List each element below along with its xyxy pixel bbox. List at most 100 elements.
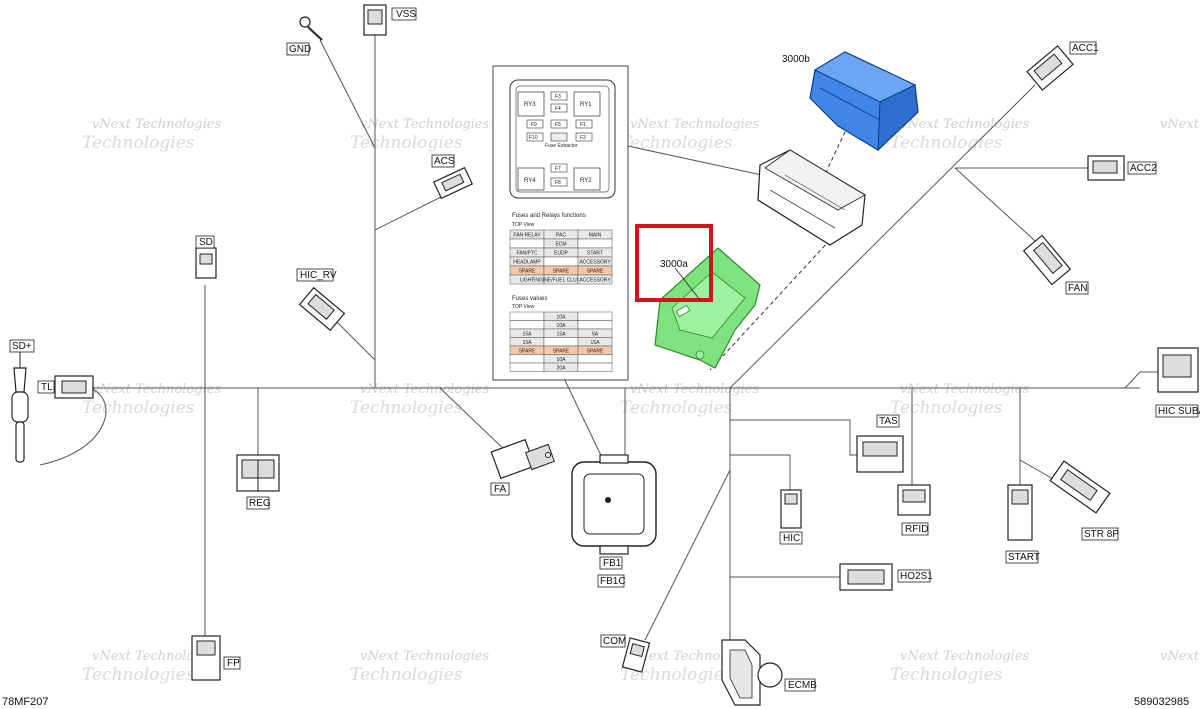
connector-sd[interactable]: SD: [195, 235, 217, 279]
table-cell-text: 15A: [557, 331, 567, 337]
watermark: vNext Technologies: [1160, 649, 1200, 664]
connector-fan[interactable]: FAN: [1022, 234, 1089, 295]
watermark: Technologies: [350, 133, 463, 153]
table-cell-text: FAN RELAY: [513, 233, 541, 239]
connector-reg[interactable]: REG: [236, 454, 280, 510]
fusebox-top-view: RY3 RY1 RY4 RY2 F3 F4 F9 F5 F1 F10 F2 Fu…: [509, 79, 616, 199]
table-cell: [509, 320, 545, 330]
fusebox-detail-panel: RY3 RY1 RY4 RY2 F3 F4 F9 F5 F1 F10 F2 Fu…: [492, 65, 629, 381]
label-tas: TAS: [879, 416, 898, 427]
table-cell: [577, 274, 613, 285]
watermark: Technologies: [620, 133, 733, 153]
connector-fb1[interactable]: FB1 FB1C: [571, 454, 657, 588]
table-cell: [543, 337, 579, 347]
table-cell-text: SPARE: [587, 269, 604, 275]
table-cell-text: EUDP: [554, 251, 569, 257]
watermark: vNext Technologies: [360, 382, 489, 397]
label-sd: SD: [199, 237, 213, 248]
connector-hic-rv[interactable]: HIC_RV: [296, 268, 346, 332]
connector-rfid[interactable]: RFID: [897, 484, 931, 536]
table-cell-text: 15A: [591, 340, 601, 346]
functions-top-view: TOP View: [512, 222, 535, 228]
values-top-view: TOP View: [512, 304, 535, 310]
table-cell-text: 10A: [557, 314, 567, 320]
watermark: vNext Technologies: [900, 649, 1029, 664]
watermarks: vNext Technologies Technologies vNext Te…: [82, 117, 1200, 685]
diagram-code-right: 589032985: [1134, 696, 1189, 708]
fuse-f2: F2: [580, 135, 586, 141]
table-cell-text: ECM: [555, 242, 566, 248]
label-acs: ACS: [434, 156, 455, 167]
label-hic-rv: HIC_RV: [300, 270, 337, 281]
relay-base[interactable]: [757, 149, 866, 246]
part-3000b-label: 3000b: [782, 54, 810, 65]
part-3000a[interactable]: [654, 247, 761, 369]
label-sd-plus: SD+: [12, 341, 32, 352]
relay-ry4: RY4: [524, 178, 536, 184]
connector-ecmb[interactable]: ECMB: [721, 639, 817, 706]
watermark: Technologies: [620, 665, 733, 685]
table-cell: [509, 311, 545, 321]
table-cell-text: 15A: [523, 340, 533, 346]
label-acc2: ACC2: [1130, 163, 1157, 174]
connector-tas[interactable]: TAS: [856, 414, 904, 473]
fuse-f7: F7: [555, 166, 561, 172]
relay-ry1: RY1: [580, 102, 592, 108]
table-cell: [577, 320, 613, 330]
part-3000b[interactable]: 3000b: [782, 51, 919, 152]
watermark: vNext Technologies: [92, 117, 221, 132]
connector-tl[interactable]: TL: [37, 375, 94, 399]
fuse-extractor-label: Fuse Extractor: [545, 143, 578, 149]
table-cell-text: FAN/PTC: [516, 251, 538, 257]
connector-start[interactable]: START: [1005, 484, 1040, 564]
label-acc1: ACC1: [1072, 43, 1099, 54]
watermark: vNext Technologies: [630, 382, 759, 397]
table-cell-text: MAIN: [589, 233, 602, 239]
label-tl: TL: [41, 382, 53, 393]
label-com: COM: [603, 636, 626, 647]
harness-wires: [39, 25, 1160, 690]
watermark: Technologies: [890, 133, 1003, 153]
sensor-sd-plus[interactable]: SD+: [9, 339, 35, 463]
label-fb1c: FB1C: [600, 576, 626, 587]
watermark: vNext Technologies: [92, 649, 221, 664]
table-cell-text: 5A: [592, 331, 599, 337]
watermark: vNext Technologies: [1160, 117, 1200, 132]
part-3000a-label: 3000a: [660, 259, 688, 270]
fuse-f10: F10: [529, 135, 538, 141]
label-hic: HIC: [783, 533, 800, 544]
fuse-f9: F9: [531, 122, 537, 128]
label-ecmb: ECMB: [788, 680, 817, 691]
watermark: vNext Technologies: [360, 117, 489, 132]
watermark: Technologies: [350, 665, 463, 685]
table-cell-text: ACCESSORY: [579, 260, 611, 266]
connector-fp[interactable]: FP: [191, 635, 241, 681]
connector-acc1[interactable]: ACC1: [1026, 41, 1099, 91]
label-fa: FA: [494, 484, 507, 495]
table-cell-text: SPARE: [553, 269, 570, 275]
diagram-code-left: 78MF207: [2, 696, 48, 708]
connector-acs[interactable]: ACS: [431, 154, 474, 200]
connector-hic[interactable]: HIC: [779, 489, 803, 545]
label-fan: FAN: [1068, 283, 1087, 294]
connector-acc2[interactable]: ACC2: [1087, 155, 1157, 181]
table-cell-text: SPARE: [587, 348, 604, 354]
watermark: Technologies: [82, 665, 195, 685]
table-cell-text: ACCESSORY: [579, 278, 611, 284]
connector-fa[interactable]: FA: [490, 438, 555, 496]
connector-ho2s1[interactable]: HO2S1: [839, 563, 933, 591]
connector-str-8p[interactable]: STR 8P: [1049, 460, 1119, 541]
connector-vss[interactable]: VSS: [363, 4, 417, 36]
fuse-f5: F5: [555, 122, 561, 128]
watermark: vNext Technologies: [900, 117, 1029, 132]
connector-gnd[interactable]: GND: [286, 16, 323, 56]
relay-ry2: RY2: [580, 178, 592, 184]
label-start: START: [1008, 552, 1040, 563]
table-cell-text: PAC: [556, 233, 566, 239]
connector-com[interactable]: COM: [600, 634, 651, 673]
watermark: Technologies: [350, 398, 463, 418]
table-cell: [543, 256, 579, 267]
